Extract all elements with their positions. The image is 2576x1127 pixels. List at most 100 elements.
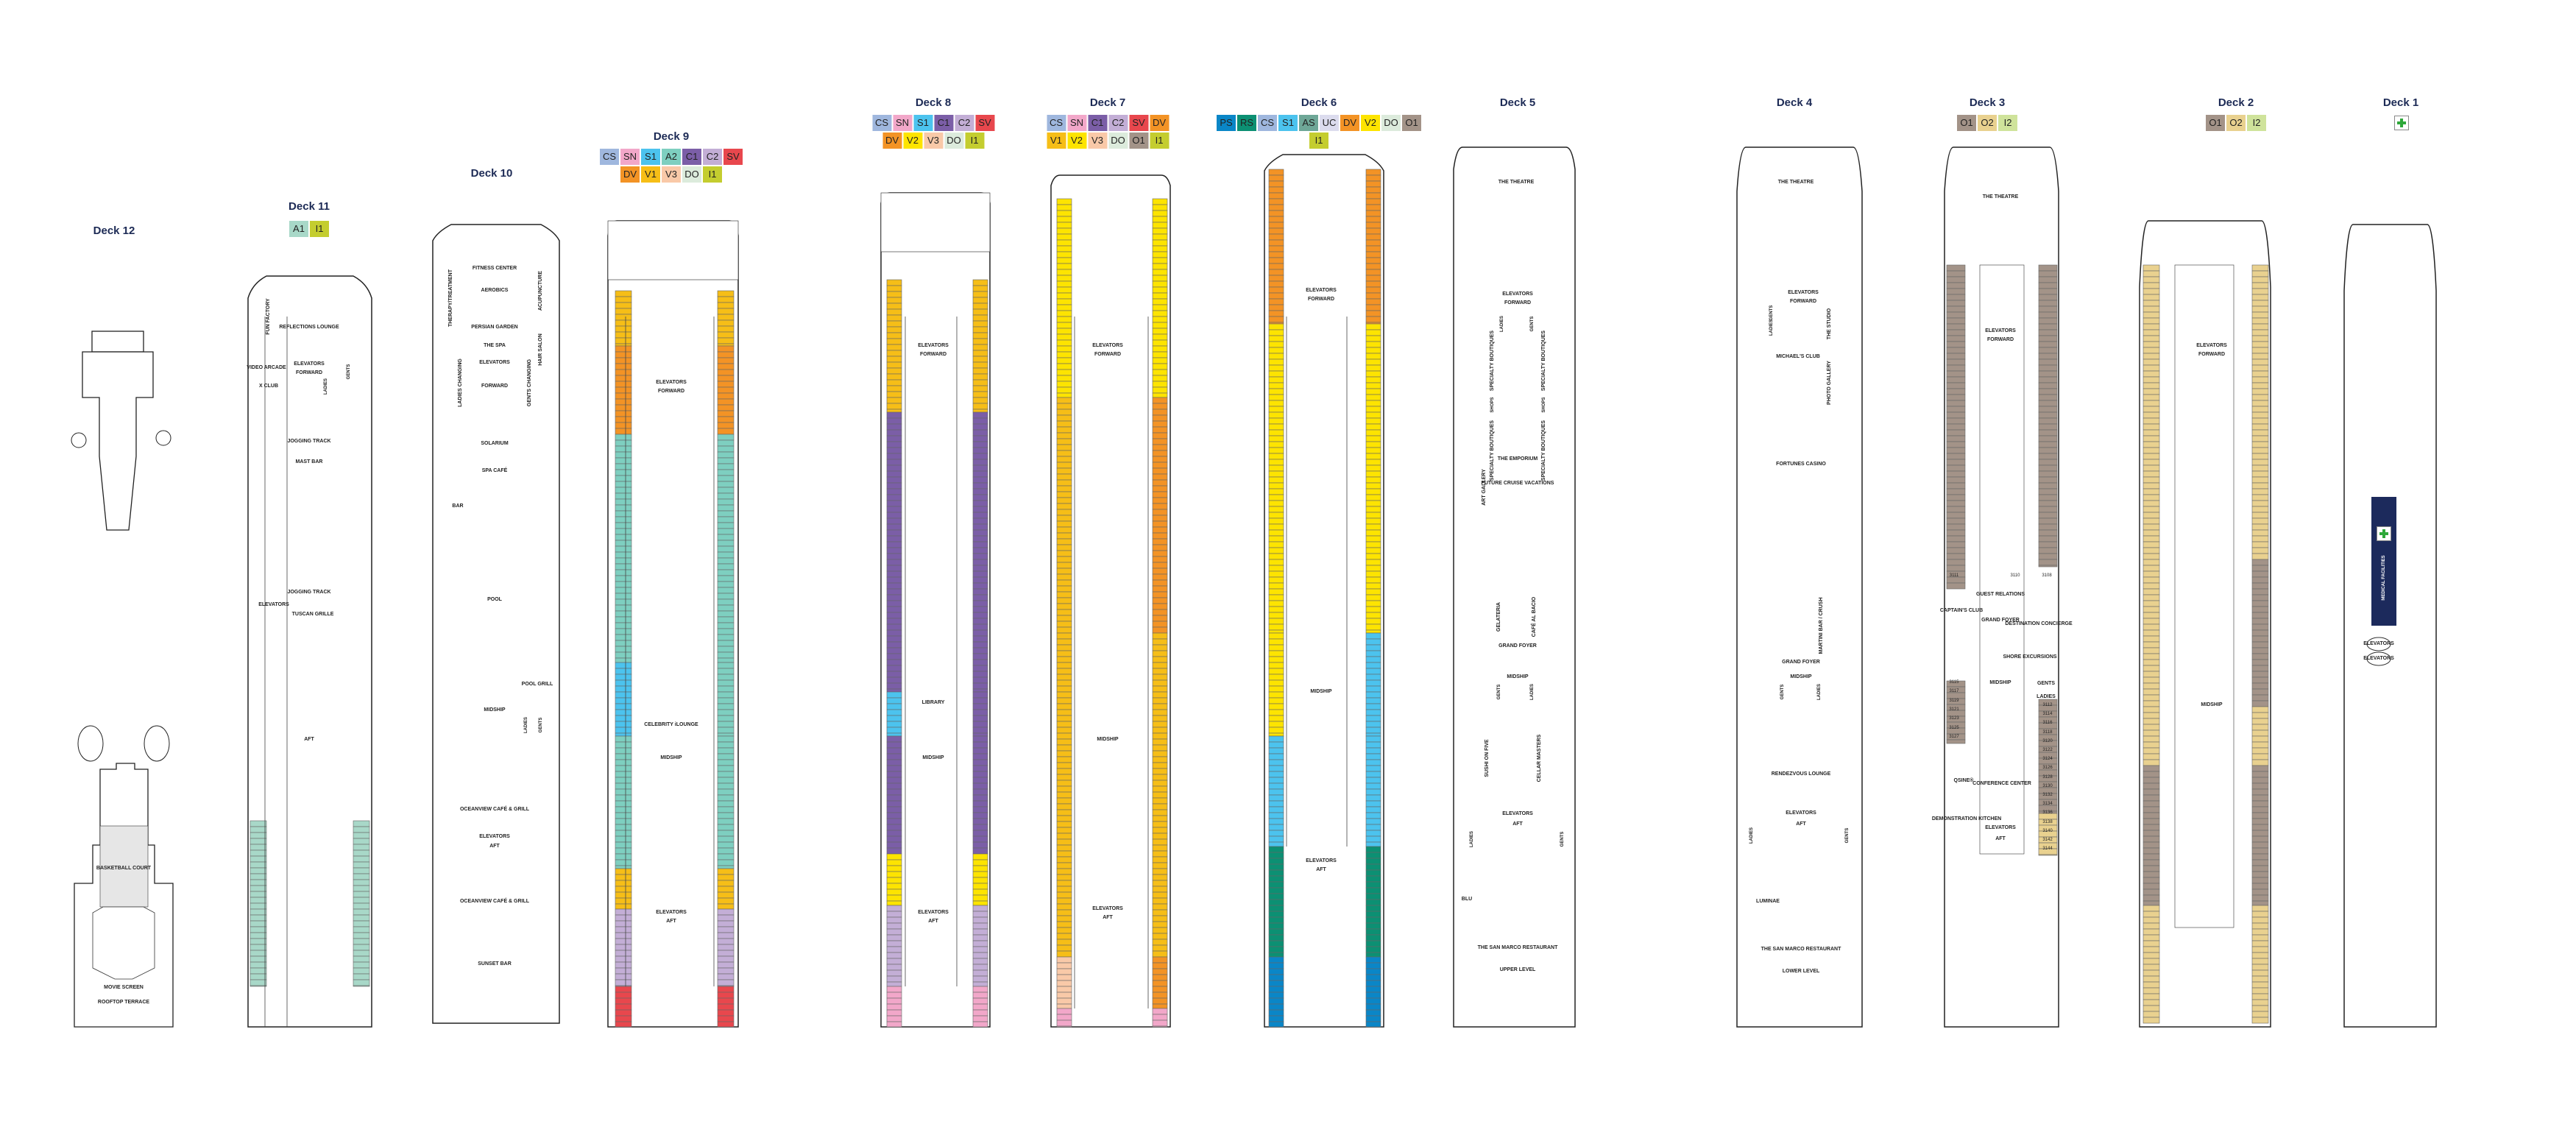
cabin-number[interactable]: 3142 — [2042, 838, 2053, 842]
cabin-number[interactable]: 3130 — [2042, 783, 2053, 788]
deck-3-cabin-port — [1946, 329, 1966, 336]
deck-7-cabin-port — [1056, 897, 1072, 905]
deck-8-cabin-starboard — [972, 332, 988, 339]
cabin-number[interactable]: 3144 — [2042, 847, 2053, 852]
deck-7-cabin-starboard — [1152, 838, 1168, 846]
deck-7-cabin-port — [1056, 556, 1072, 563]
deck-2-cabin-port — [2142, 688, 2160, 696]
deck-6-cabin-starboard — [1365, 946, 1381, 953]
deck-3-cabin-starboard — [2038, 559, 2058, 566]
deck-10-outline — [432, 224, 560, 1024]
cabin-number[interactable]: 3140 — [2042, 828, 2053, 833]
cabin-number[interactable]: 3118 — [2042, 729, 2053, 735]
deck-2-cabin-starboard — [2251, 659, 2269, 666]
deck-8-cabin-starboard — [972, 741, 988, 749]
deck-9-cabin-port — [615, 800, 632, 808]
deck-7-cabin-starboard — [1152, 292, 1168, 300]
deck-3-cabin-port — [1946, 294, 1966, 301]
deck-2-cabin-port — [2142, 329, 2160, 336]
deck-7-cabin-starboard — [1152, 621, 1168, 628]
deck-2-cabin-starboard — [2251, 641, 2269, 649]
deck-8-cabin-port — [886, 447, 902, 454]
deck-8-cabin-port — [886, 765, 902, 772]
deck-8-cabin-starboard — [972, 715, 988, 722]
deck-6-cabin-port — [1268, 668, 1284, 675]
deck-6-cabin-starboard — [1365, 406, 1381, 413]
deck-8-cabin-port — [886, 794, 902, 802]
deck-2-cabin-port — [2142, 429, 2160, 437]
cabin-number[interactable]: 3123 — [1949, 716, 1959, 721]
deck-6-cabin-port — [1268, 638, 1284, 646]
venue-label: ACUPUNCTURE — [538, 270, 543, 311]
deck-11-cabin-starboard — [353, 938, 370, 945]
deck-8-cabin-port — [886, 423, 902, 431]
venue-label: LADIES — [524, 716, 528, 734]
deck-7-cabin-starboard — [1152, 609, 1168, 616]
deck-6-cabin-starboard — [1365, 962, 1381, 969]
cabin-number[interactable]: 3127 — [1949, 734, 1959, 739]
deck-8-cabin-starboard — [972, 934, 988, 941]
cabin-number[interactable]: 3126 — [2042, 766, 2053, 771]
cabin-number[interactable]: 3115 — [1949, 680, 1959, 685]
cabin-number[interactable]: 3132 — [2042, 793, 2053, 797]
deck-8-cabin-port — [886, 676, 902, 684]
deck-2-cabin-starboard — [2251, 922, 2269, 930]
cabin-number[interactable]: 3119 — [1949, 698, 1959, 703]
medical-facilities-area[interactable]: MEDICAL FACILITIES — [2371, 497, 2396, 626]
deck-3-cabin-starboard — [2038, 512, 2058, 519]
deck-7-cabin-starboard — [1152, 850, 1168, 858]
cabin-number[interactable]: 3114 — [2042, 712, 2053, 717]
cabin-number[interactable]: 3122 — [2042, 748, 2053, 752]
deck-9-cabin-starboard — [717, 765, 735, 772]
cabin-number[interactable]: 3134 — [2042, 802, 2053, 807]
cabin-number[interactable]: 3121 — [1949, 707, 1959, 712]
deck-9-cabin-port — [615, 715, 632, 722]
deck-3-cabin-starboard — [2038, 565, 2058, 568]
deck-9-cabin-starboard — [717, 545, 735, 553]
deck-2-cabin-starboard — [2251, 782, 2269, 790]
deck-6-cabin-port — [1268, 685, 1284, 693]
venue-label: BLU — [1461, 897, 1473, 902]
deck-3-cabin-port — [1946, 494, 1966, 501]
cabin-number[interactable]: 3117 — [1949, 689, 1959, 694]
deck-7-cabin-port — [1056, 997, 1072, 1005]
cabin-number[interactable]: 3110 — [2010, 573, 2020, 578]
deck-2-cabin-starboard — [2251, 735, 2269, 743]
deck-7-cabin-port — [1056, 668, 1072, 675]
deck-6-cabin-starboard — [1365, 788, 1381, 796]
legend-chip-cs: CS — [872, 115, 891, 131]
deck-8-cabin-port — [886, 777, 902, 784]
cabin-number[interactable]: 3128 — [2042, 774, 2053, 780]
deck-6-cabin-port — [1268, 946, 1284, 953]
deck-9-cabin-port — [615, 735, 632, 743]
cabin-number[interactable]: 3120 — [2042, 738, 2053, 743]
cabin-number[interactable]: 3108 — [2042, 573, 2052, 578]
deck-7-cabin-port — [1056, 815, 1072, 822]
cabin-number[interactable]: 3124 — [2042, 757, 2053, 762]
legend-chip-c2: C2 — [703, 149, 722, 165]
cabin-number[interactable]: 3138 — [2042, 819, 2053, 824]
deck-9-cabin-starboard — [717, 651, 735, 659]
cabin-number[interactable]: 3112 — [2042, 703, 2053, 707]
cabin-number[interactable]: 3111 — [1949, 573, 1959, 578]
legend-chip-v3: V3 — [662, 166, 681, 183]
deck-6-cabin-port — [1268, 771, 1284, 778]
deck-8-cabin-starboard — [972, 464, 988, 472]
deck-6-cabin-port — [1268, 553, 1284, 560]
deck-7-cabin-starboard — [1152, 328, 1168, 335]
deck-6-cabin-port — [1268, 470, 1284, 478]
deck-8-cabin-port — [886, 818, 902, 825]
deck-2-cabin-port — [2142, 653, 2160, 660]
deck-8-cabin-port — [886, 782, 902, 790]
deck-8-cabin-port — [886, 559, 902, 566]
cabin-number[interactable]: 3125 — [1949, 725, 1959, 730]
cabin-number[interactable]: 3136 — [2042, 810, 2053, 816]
deck-8-cabin-port — [886, 570, 902, 578]
deck-2-cabin-starboard — [2251, 276, 2269, 283]
deck-8-cabin-starboard — [972, 494, 988, 501]
cabin-number[interactable]: 3116 — [2042, 721, 2053, 726]
deck-7-cabin-port — [1056, 233, 1072, 241]
deck-2-cabin-port — [2142, 464, 2160, 472]
